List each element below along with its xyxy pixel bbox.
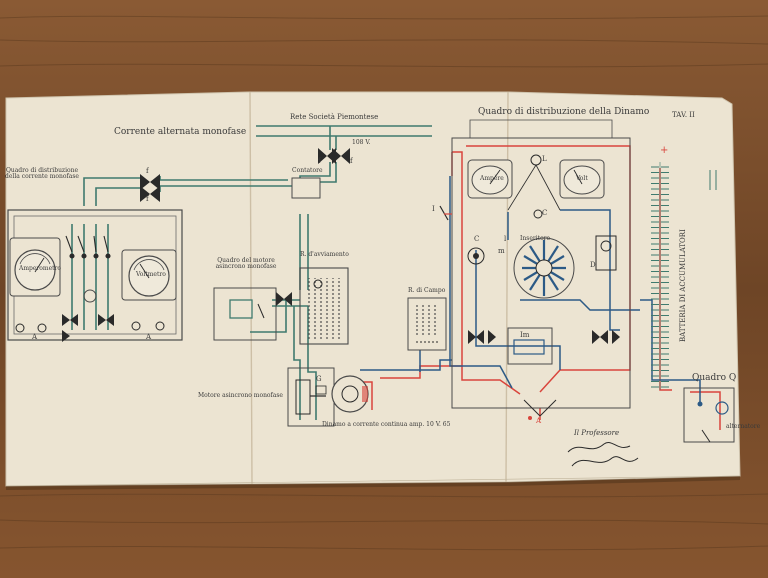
mains-fuse: [318, 148, 350, 164]
terminal-c-top: [533, 209, 543, 219]
label-plus: +: [660, 145, 669, 156]
volt-meter: [559, 159, 605, 199]
inseritore: [513, 237, 575, 299]
letter-l: L: [542, 155, 547, 163]
letter-c1: C: [542, 209, 548, 217]
relay-d: [595, 235, 617, 271]
im-instrument: [507, 327, 553, 365]
amperometro-meter: [9, 237, 61, 297]
label-signature: Il Professore: [574, 429, 620, 437]
letter-f2: f: [146, 195, 149, 203]
paper-bottom-edge: [5, 475, 741, 487]
label-volt: Volt: [576, 175, 588, 182]
label-r-avviamento: R. d'avviamento: [300, 251, 349, 258]
label-quadro-motore: Quadro del motore asincrono monofase: [215, 257, 277, 271]
label-quadro-distribuzione: Quadro di distribuzione della corrente m…: [5, 167, 79, 181]
title-center: Rete Società Piemontese: [290, 113, 379, 121]
letter-i: I: [432, 205, 435, 213]
label-batteria: BATTERIA DI ACCUMULATORI: [679, 229, 687, 342]
signature: [567, 442, 639, 467]
letter-d: D: [590, 261, 596, 269]
left-fuses: [62, 314, 114, 342]
label-contatore: Contatore: [292, 167, 323, 174]
left-knife-switches: [65, 235, 111, 303]
voltmetro-meter: [121, 249, 177, 301]
label-motore-asincrono: Motore asincrono monofase: [198, 392, 283, 399]
lamp-l: [507, 154, 561, 211]
dynamo-panel: [451, 119, 631, 409]
label-inseritore: Inseritore: [520, 235, 551, 242]
knife-switch-i: [439, 205, 452, 221]
left-bottom-terminals: [15, 321, 165, 333]
title-left: Corrente alternata monofase: [114, 127, 247, 137]
label-alternatore: alternatore: [726, 423, 761, 430]
letter-small-l: l: [504, 235, 507, 243]
label-quadro-q: Quadro Q: [692, 373, 737, 383]
letter-a3: A: [536, 417, 542, 425]
letter-f3: f: [318, 157, 321, 165]
paper-shadow: [6, 476, 740, 490]
contatore-box: [291, 177, 321, 199]
letter-im: Im: [520, 331, 530, 339]
label-dinamo: Dinamo a corrente continua amp. 10 V. 65: [322, 421, 451, 428]
letter-a2: A: [146, 333, 152, 341]
wood-grain: [0, 15, 768, 551]
dc-dynamo: [331, 375, 369, 413]
battery-right-lines: [709, 170, 717, 190]
panel-bottom-switch: [523, 399, 557, 420]
label-voltmetro: Voltmetro: [136, 271, 166, 278]
panel-fuses: [468, 330, 620, 344]
field-resistance: [407, 297, 447, 351]
motor-fuses: [276, 292, 292, 306]
letter-c2: C: [474, 235, 480, 243]
label-r-campo: R. di Campo: [408, 287, 446, 294]
starting-resistance: [299, 267, 349, 345]
letter-g: G: [316, 375, 322, 383]
top-fuse: [140, 174, 160, 202]
ampere-meter: [467, 159, 513, 199]
letter-m: m: [498, 247, 505, 255]
paper-fold-right: [505, 91, 509, 483]
motor-switchboard: [213, 287, 277, 341]
dynamo-switch-c: [467, 247, 485, 265]
title-right: Quadro di distribuzione della Dinamo: [478, 107, 650, 117]
label-amperometro: Amperometro: [19, 265, 62, 272]
battery: [650, 162, 670, 390]
label-ampere: Ampère: [480, 175, 504, 182]
label-voltage: 108 V.: [352, 139, 371, 146]
quadro-q-board: [683, 387, 735, 443]
letter-f1: f: [146, 167, 149, 175]
letter-f4: f: [350, 157, 353, 165]
plate-number: TAV. II: [672, 111, 695, 119]
mains-lines: [256, 125, 432, 150]
letter-a1: A: [32, 333, 38, 341]
